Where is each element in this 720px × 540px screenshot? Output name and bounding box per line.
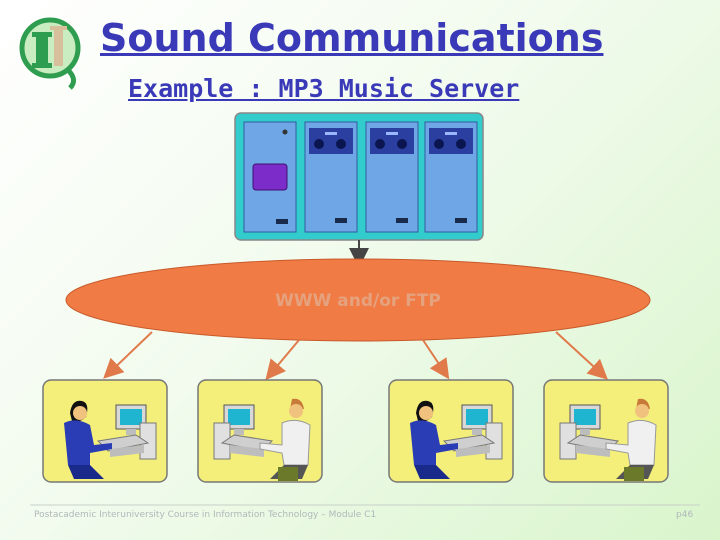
network-cloud (65, 258, 651, 342)
storage-unit (424, 121, 478, 233)
university-logo-icon (19, 17, 81, 90)
client-1 (42, 379, 168, 483)
client-2 (197, 379, 323, 483)
network-label: WWW and/or FTP (275, 291, 441, 311)
slide-subtitle: Example : MP3 Music Server (128, 74, 520, 103)
page-number: p46 (676, 510, 694, 520)
mp3-server-rack (234, 112, 484, 241)
footer-text: Postacademic Interuniversity Course in I… (34, 510, 377, 520)
client-3 (388, 379, 514, 483)
client-4 (543, 379, 669, 483)
server-control-unit (243, 121, 297, 233)
storage-unit (304, 121, 358, 233)
client-arrows (103, 331, 608, 381)
slide-title: Sound Communications (100, 16, 604, 60)
storage-unit (365, 121, 419, 233)
